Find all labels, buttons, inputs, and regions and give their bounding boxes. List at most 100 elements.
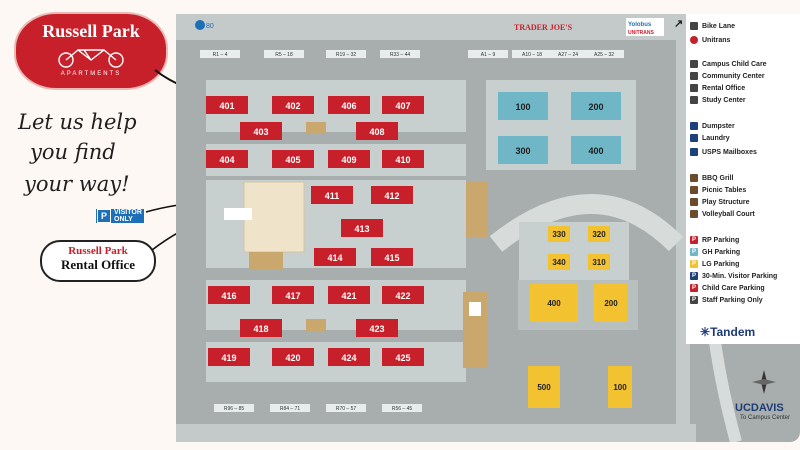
bus-sign bbox=[626, 18, 664, 36]
legend-swatch-icon bbox=[690, 134, 698, 142]
building-label: 421 bbox=[341, 291, 356, 301]
gh-building-200[interactable] bbox=[571, 92, 621, 120]
parking-row-top bbox=[264, 50, 304, 58]
legend-label: BBQ Grill bbox=[702, 174, 734, 182]
building-415[interactable] bbox=[371, 248, 413, 266]
building-label: 409 bbox=[341, 155, 356, 165]
gh-building-100[interactable] bbox=[498, 92, 548, 120]
study-icon bbox=[469, 302, 481, 316]
building-424[interactable] bbox=[328, 348, 370, 366]
parking-row-top bbox=[468, 50, 508, 58]
bbq-grill-2 bbox=[306, 319, 326, 331]
parking-row-label: A10 – 18 bbox=[522, 52, 542, 58]
legend-swatch-icon bbox=[690, 22, 698, 30]
building-401[interactable] bbox=[206, 96, 248, 114]
building-417[interactable] bbox=[272, 286, 314, 304]
building-label: 422 bbox=[395, 291, 410, 301]
parking-row-top bbox=[548, 50, 588, 58]
lg-building-label: 340 bbox=[552, 258, 566, 267]
building-label: 417 bbox=[285, 291, 300, 301]
gh-building-400[interactable] bbox=[571, 136, 621, 164]
lg-building-310[interactable] bbox=[588, 254, 610, 270]
building-423[interactable] bbox=[356, 319, 398, 337]
building-404[interactable] bbox=[206, 150, 248, 168]
building-418[interactable] bbox=[240, 319, 282, 337]
office-annex bbox=[249, 252, 283, 270]
lg-building-100[interactable] bbox=[608, 366, 632, 408]
lg-building-400[interactable] bbox=[530, 284, 578, 322]
building-422[interactable] bbox=[382, 286, 424, 304]
building-407[interactable] bbox=[382, 96, 424, 114]
parking-row-top bbox=[584, 50, 624, 58]
parking-row-label: R5 – 18 bbox=[275, 52, 293, 58]
building-414[interactable] bbox=[314, 248, 356, 266]
legend-label: Community Center bbox=[702, 72, 765, 80]
legend-item: Community Center bbox=[690, 72, 765, 80]
yellow-lot-1 bbox=[519, 222, 629, 282]
legend-swatch-icon bbox=[690, 210, 698, 218]
legend-item: BBQ Grill bbox=[690, 174, 734, 182]
legend-label: Study Center bbox=[702, 96, 746, 104]
building-410[interactable] bbox=[382, 150, 424, 168]
parking-row-label: R70 – 57 bbox=[336, 406, 357, 412]
rental-callout-line-2: Rental Office bbox=[60, 257, 135, 272]
building-403[interactable] bbox=[240, 122, 282, 140]
bbq-grill-1 bbox=[306, 122, 326, 134]
parking-row-label: R1 – 4 bbox=[213, 52, 228, 58]
legend-item: Bike Lane bbox=[690, 22, 735, 30]
building-label: 406 bbox=[341, 101, 356, 111]
building-425[interactable] bbox=[382, 348, 424, 366]
legend-label: RP Parking bbox=[702, 236, 740, 244]
compass-icon bbox=[752, 370, 776, 394]
building-label: 415 bbox=[384, 253, 399, 263]
legend-label: Campus Child Care bbox=[702, 60, 767, 68]
building-409[interactable] bbox=[328, 150, 370, 168]
legend-label: 30-Min. Visitor Parking bbox=[702, 272, 778, 280]
gh-building-300[interactable] bbox=[498, 136, 548, 164]
building-411[interactable] bbox=[311, 186, 353, 204]
parking-row-label: R56 – 45 bbox=[392, 406, 413, 412]
building-420[interactable] bbox=[272, 348, 314, 366]
tagline-line-1: Let us help bbox=[18, 110, 137, 134]
building-402[interactable] bbox=[272, 96, 314, 114]
building-416[interactable] bbox=[208, 286, 250, 304]
legend-label: USPS Mailboxes bbox=[702, 148, 757, 156]
lg-building-label: 200 bbox=[604, 299, 618, 308]
legend-item: Picnic Tables bbox=[690, 186, 746, 194]
parking-row-bottom bbox=[270, 404, 310, 412]
lg-building-330[interactable] bbox=[548, 226, 570, 242]
legend-label: Staff Parking Only bbox=[702, 296, 763, 304]
lg-building-320[interactable] bbox=[588, 226, 610, 242]
yolobus-label: Yolobus bbox=[628, 22, 652, 28]
legend-swatch-icon bbox=[690, 96, 698, 104]
parking-row-bottom bbox=[382, 404, 422, 412]
parking-row-top bbox=[200, 50, 240, 58]
legend-item: Unitrans bbox=[690, 36, 730, 44]
lg-building-340[interactable] bbox=[548, 254, 570, 270]
building-412[interactable] bbox=[371, 186, 413, 204]
lg-building-label: 100 bbox=[613, 383, 627, 392]
legend-label: Unitrans bbox=[702, 36, 731, 44]
building-408[interactable] bbox=[356, 122, 398, 140]
building-413[interactable] bbox=[341, 219, 383, 237]
building-label: 418 bbox=[253, 324, 268, 334]
lg-building-label: 310 bbox=[592, 258, 606, 267]
building-405[interactable] bbox=[272, 150, 314, 168]
building-label: 425 bbox=[395, 353, 410, 363]
legend-swatch-icon bbox=[690, 122, 698, 130]
building-406[interactable] bbox=[328, 96, 370, 114]
bottom-road bbox=[176, 424, 696, 442]
building-421[interactable] bbox=[328, 286, 370, 304]
lg-building-500[interactable] bbox=[528, 366, 560, 408]
building-419[interactable] bbox=[208, 348, 250, 366]
lg-building-200[interactable] bbox=[594, 284, 628, 322]
parking-p-icon: P bbox=[97, 209, 111, 223]
tandem-bike-icon bbox=[58, 49, 124, 68]
building-label: 403 bbox=[253, 127, 268, 137]
unitrans-label: UNITRANS bbox=[628, 30, 654, 36]
